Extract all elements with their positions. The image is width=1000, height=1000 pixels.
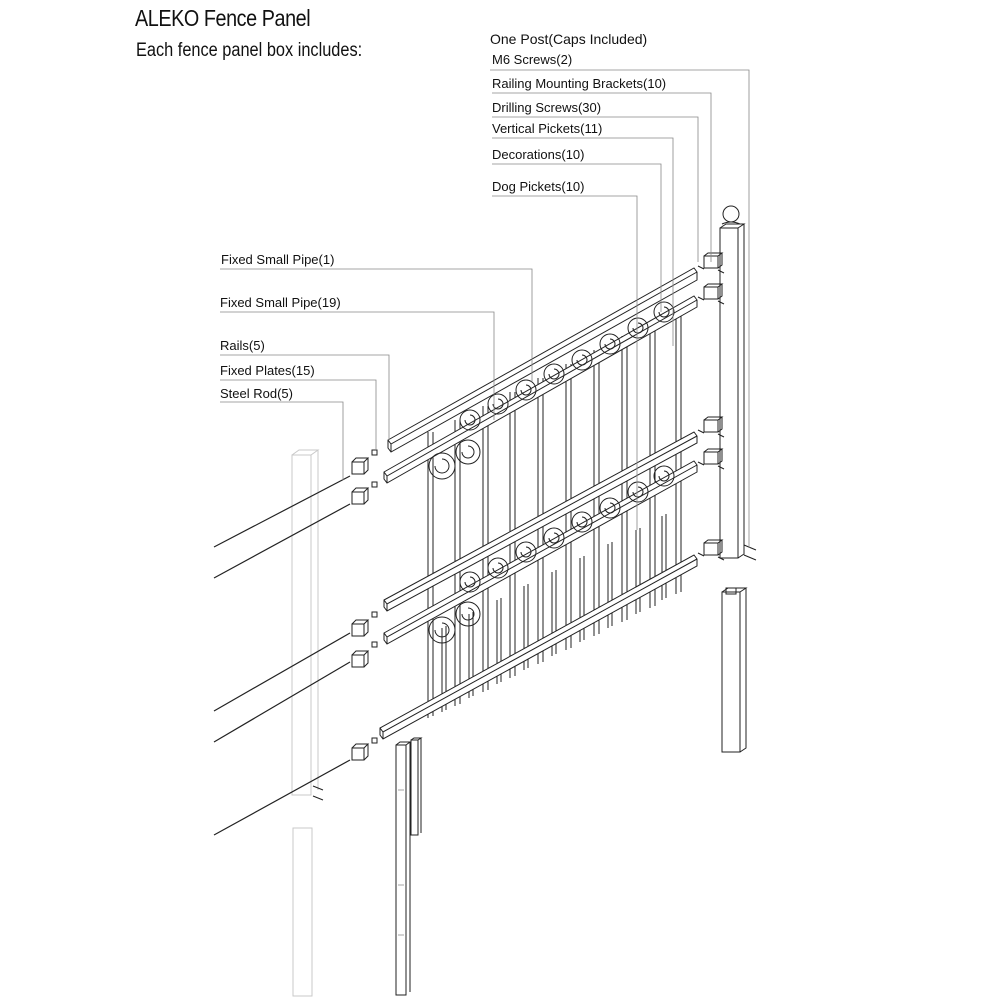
bracket: [697, 283, 725, 305]
label-drilling-screws: Drilling Screws(30): [492, 100, 602, 115]
plate-block: [351, 743, 370, 761]
leader-m6-screws: [490, 69, 750, 548]
decorations-upper: [428, 301, 675, 480]
leader-drilling-screws: [492, 116, 699, 262]
rails: [379, 267, 698, 740]
plate-block: [351, 650, 370, 668]
callout-leaders: [220, 69, 750, 548]
leader-rails: [220, 354, 390, 440]
label-dog-pickets: Dog Pickets(10): [492, 179, 585, 194]
leader-dog-pickets: [492, 195, 638, 530]
leader-decorations: [492, 163, 662, 312]
bracket: [697, 416, 725, 438]
label-fixed-plates: Fixed Plates(15): [220, 363, 315, 378]
label-vertical-pickets: Vertical Pickets(11): [492, 121, 603, 136]
plate-block: [351, 457, 370, 475]
fixed-small-pipes-left: [371, 449, 378, 744]
leader-steel-rod: [220, 401, 344, 480]
loose-pipes: [395, 737, 423, 996]
label-steel-rod: Steel Rod(5): [220, 386, 293, 401]
mounting-brackets: [697, 252, 725, 561]
ghost-post: [291, 449, 320, 997]
fixed-plates: [351, 457, 370, 761]
label-rails: Rails(5): [220, 338, 265, 353]
label-decorations: Decorations(10): [492, 147, 585, 162]
plate-block: [351, 487, 370, 505]
bracket: [697, 448, 725, 470]
label-brackets: Railing Mounting Brackets(10): [492, 76, 667, 91]
bracket: [697, 539, 725, 561]
m6-screws: [743, 544, 757, 561]
diagram-title: ALEKO Fence Panel: [135, 5, 311, 31]
steel-rods: [213, 475, 351, 836]
diagram-subtitle: Each fence panel box includes:: [136, 40, 363, 61]
plate-block: [351, 619, 370, 637]
fence-post: [719, 205, 748, 753]
label-fixed-small-pipe-19: Fixed Small Pipe(19): [220, 295, 341, 310]
leader-fixed-plates: [220, 379, 377, 450]
label-post: One Post(Caps Included): [490, 31, 648, 47]
ghost-post-screws: [312, 785, 324, 801]
label-m6-screws: M6 Screws(2): [492, 52, 573, 67]
label-fixed-small-pipe-1: Fixed Small Pipe(1): [221, 252, 335, 267]
leader-fixed-small-pipe-1: [220, 268, 533, 382]
decorations-lower: [428, 465, 675, 644]
leader-brackets: [492, 92, 712, 262]
leader-vertical-pickets: [492, 137, 674, 346]
leader-fixed-small-pipe-19: [220, 311, 495, 420]
